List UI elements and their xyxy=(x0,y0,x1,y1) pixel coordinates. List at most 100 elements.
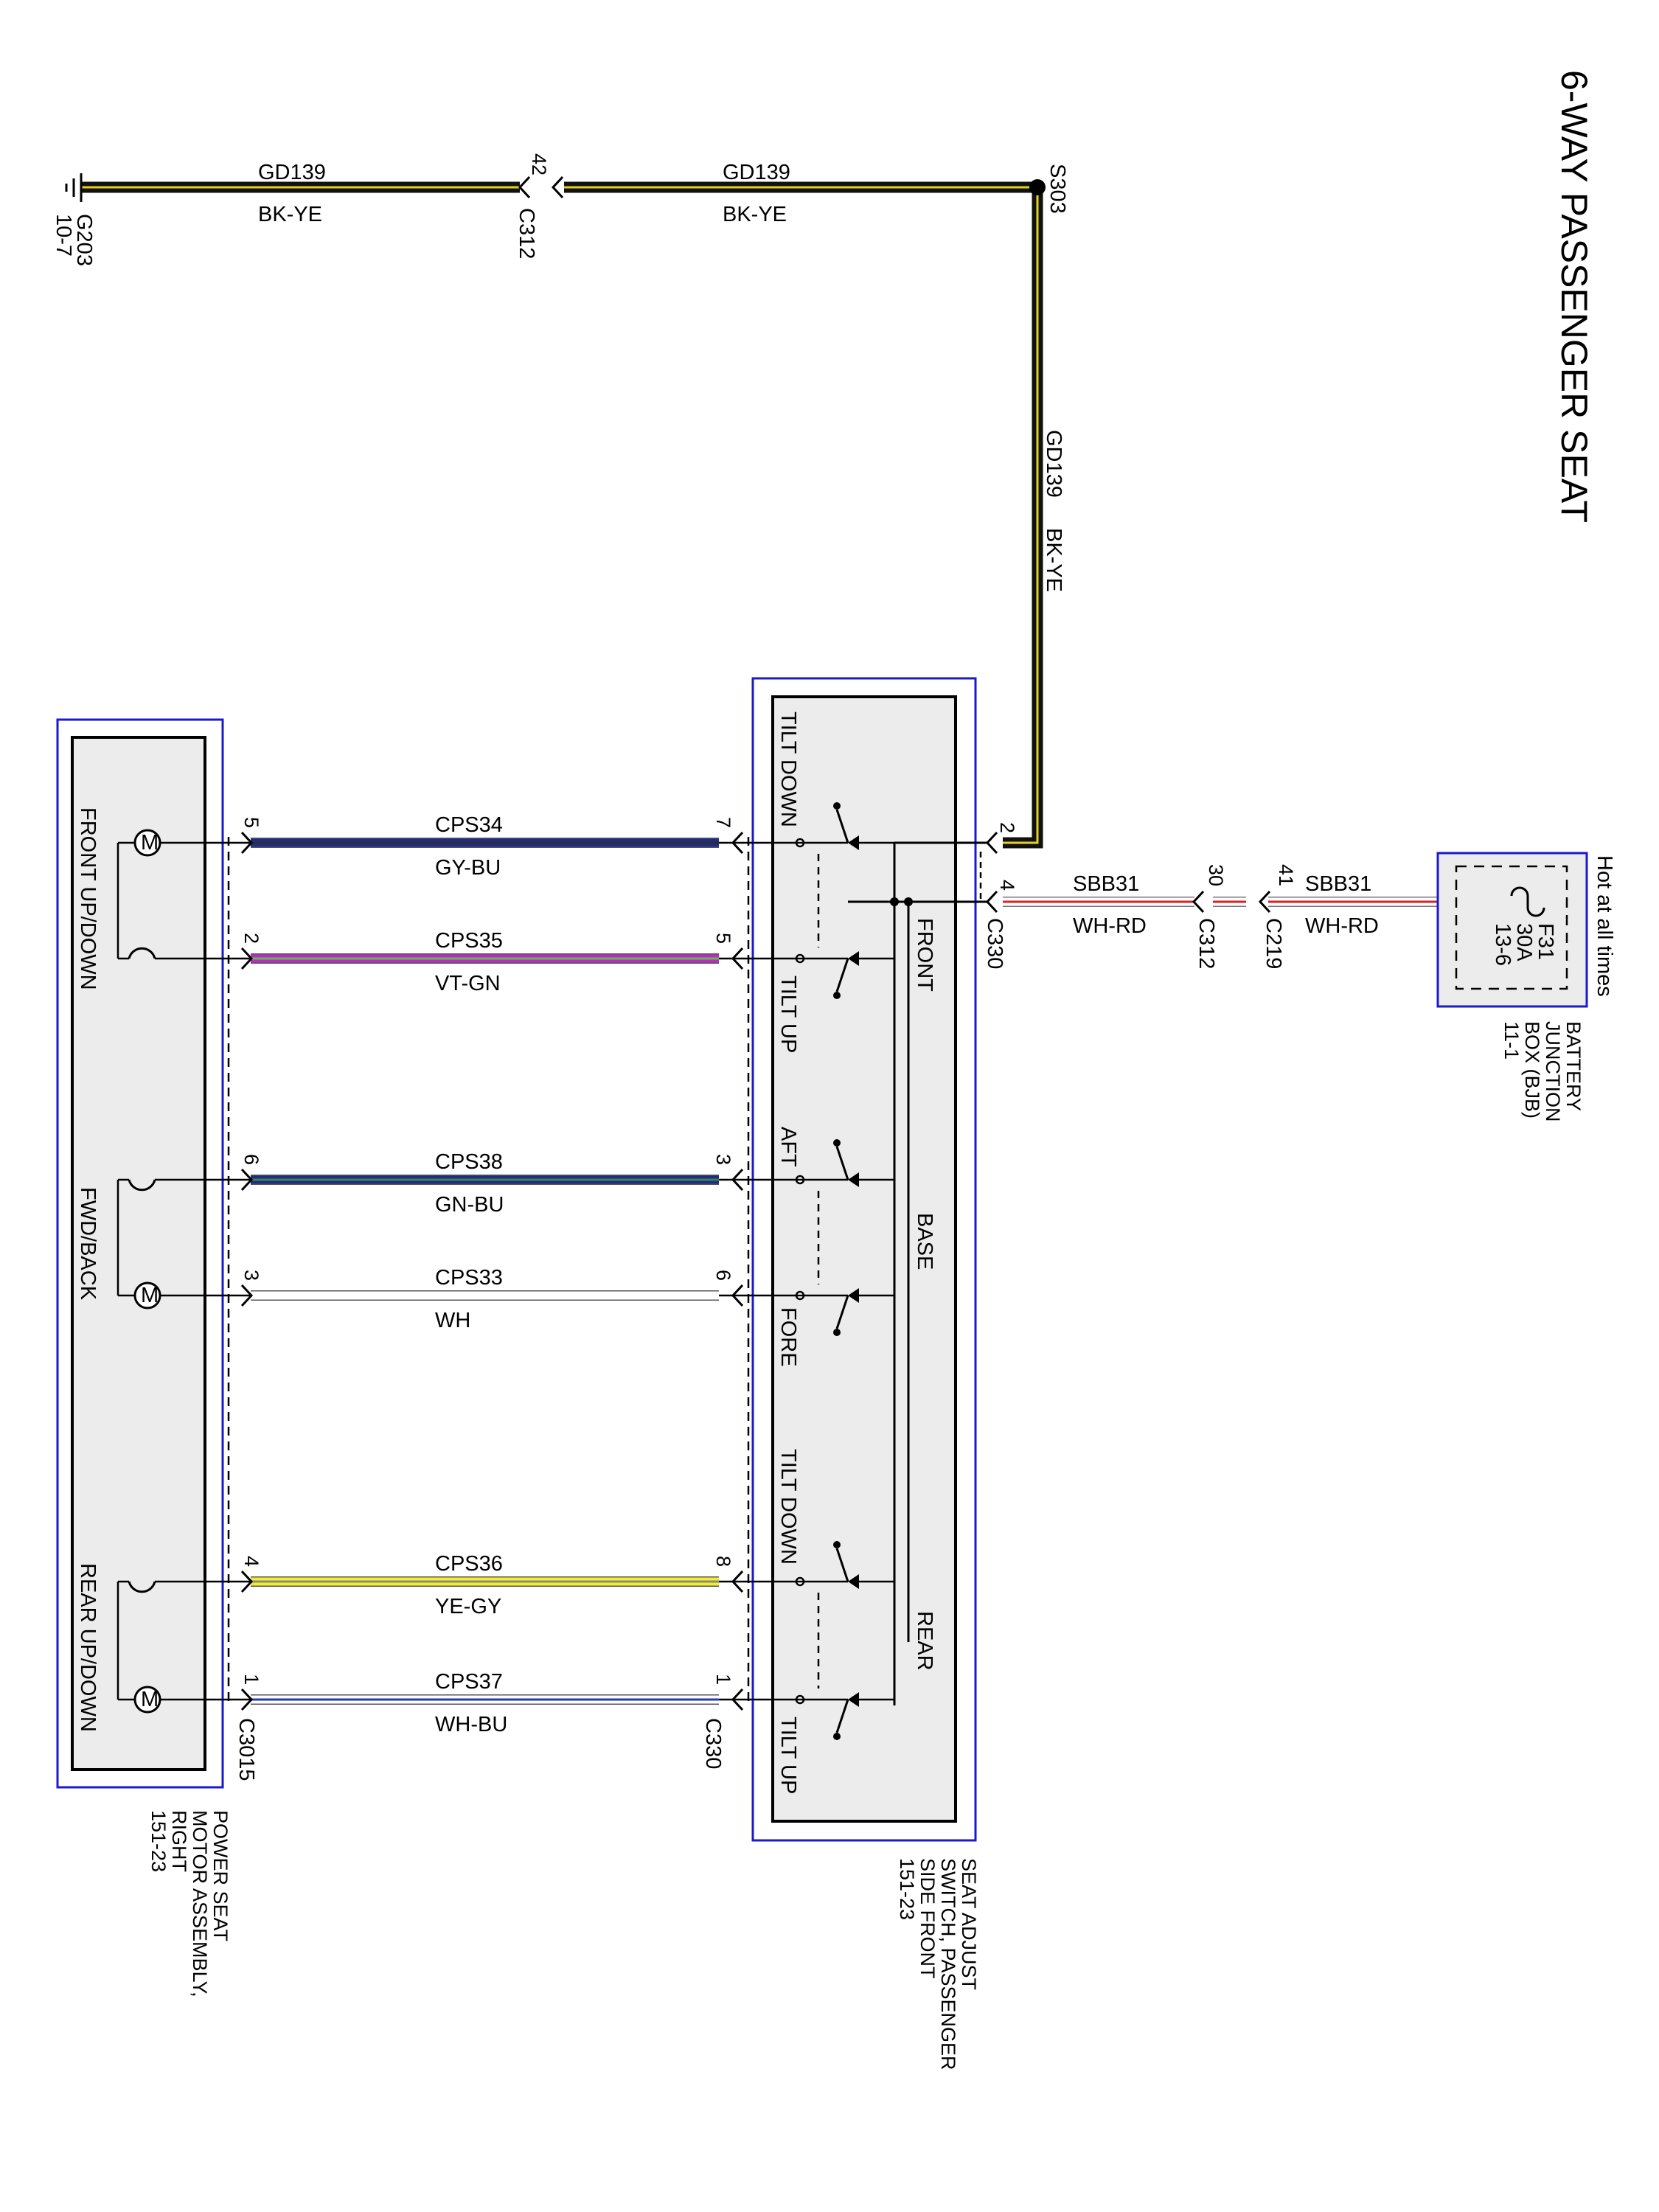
switch-label-fore: FORE xyxy=(776,1307,800,1367)
connector-c312-power-icon xyxy=(1192,890,1205,914)
bjb-outline xyxy=(1436,852,1588,1008)
wire-circuit-label: CPS34 xyxy=(435,813,503,837)
motor-terminal-icon xyxy=(240,947,254,970)
motor-terminal-icon xyxy=(240,831,254,855)
motor-pin-label: 6 xyxy=(240,1154,262,1165)
switch-label-tilt-up-2: TILT UP xyxy=(776,1717,800,1794)
wire-circuit-label: CPS38 xyxy=(435,1150,503,1174)
c312-ground-pin: 42 xyxy=(528,153,550,175)
motor-m-glyph: M xyxy=(141,831,159,855)
connector-c219-icon xyxy=(1258,890,1271,914)
switch-name-line-3: SIDE FRONT xyxy=(917,1858,939,1979)
power-color-label-2: WH-RD xyxy=(1305,914,1379,938)
c330-top-label: C330 xyxy=(983,918,1006,969)
switch-terminal-icon xyxy=(731,1284,744,1307)
c312-power-pin: 30 xyxy=(1205,864,1227,886)
ground-color-label-3: BK-YE xyxy=(1042,528,1065,592)
ground-page: 10-7 xyxy=(52,214,75,257)
fuse-icon xyxy=(1510,886,1545,917)
motor-name-line-1: POWER SEAT xyxy=(209,1810,232,1941)
switch-component-outline xyxy=(751,677,977,1842)
diagram-title: 6-WAY PASSENGER SEAT xyxy=(1554,70,1595,523)
ground-id: G203 xyxy=(72,214,96,266)
bjb-name-line-2: JUNCTION xyxy=(1542,1021,1564,1122)
c330-power-pin-marker xyxy=(985,890,998,914)
ground-circuit-label-3: GD139 xyxy=(1042,430,1065,498)
switch-contact-icon xyxy=(795,951,894,999)
switch-terminal-icon xyxy=(731,947,744,970)
power-circuit-label-1: SBB31 xyxy=(1073,872,1139,896)
switch-terminal-icon xyxy=(731,1570,744,1593)
bjb-name-line-4: 11-1 xyxy=(1500,1021,1523,1060)
wire-color-label: GY-BU xyxy=(435,856,501,880)
c312-power-label: C312 xyxy=(1194,918,1218,969)
wire-circuit-label: CPS35 xyxy=(435,929,503,953)
bjb-name-line-3: BOX (BJB) xyxy=(1521,1021,1543,1119)
wire-color-label: GN-BU xyxy=(435,1193,504,1217)
switch-pin-label: 3 xyxy=(712,1154,734,1165)
power-circuit-label-2: SBB31 xyxy=(1305,872,1371,896)
connector-c312-ground-icon xyxy=(518,175,564,199)
switch-terminal-icon xyxy=(731,1168,744,1192)
motor-symbol-icon: M xyxy=(116,829,166,960)
motor-name-line-3: RIGHT xyxy=(168,1810,190,1872)
motor-m-glyph: M xyxy=(141,1688,159,1711)
switch-ground-bus xyxy=(893,841,987,1705)
c312-ground-label: C312 xyxy=(515,208,538,259)
motor-pin-label: 3 xyxy=(240,1270,262,1281)
wire-circuit-label: CPS33 xyxy=(435,1266,503,1290)
motor-terminal-icon xyxy=(240,1570,254,1593)
wire-color-label: WH xyxy=(435,1309,470,1332)
switch-pin-label: 1 xyxy=(712,1674,734,1685)
switch-name-line-4: 151-23 xyxy=(896,1858,918,1920)
motor-name-line-2: MOTOR ASSEMBLY, xyxy=(189,1810,211,1997)
bjb-name-line-1: BATTERY xyxy=(1562,1021,1585,1111)
c219-pin: 41 xyxy=(1275,864,1297,886)
motor-terminal-icon xyxy=(240,1168,254,1192)
switch-pin-label: 8 xyxy=(712,1556,734,1567)
ground-circuit-label-1: GD139 xyxy=(258,161,326,184)
switch-name-line-1: SEAT ADJUST xyxy=(958,1858,980,1990)
switch-group-rear: REAR xyxy=(913,1611,936,1671)
fuse-id: F31 xyxy=(1534,923,1557,960)
motor-symbols: M M M xyxy=(116,829,166,1714)
power-color-label-1: WH-RD xyxy=(1073,914,1147,938)
motor-pin-label: 5 xyxy=(240,817,262,828)
ground-color-label-2: BK-YE xyxy=(723,203,787,226)
motor-body xyxy=(71,736,206,1771)
switch-terminal-icon xyxy=(731,831,744,855)
c330-power-pin: 4 xyxy=(996,880,1018,891)
motor-label-rear: REAR UP/DOWN xyxy=(76,1563,100,1732)
switch-pin-label: 5 xyxy=(712,933,734,944)
switch-body xyxy=(771,695,957,1823)
switch-contact-icon xyxy=(795,1541,894,1589)
switch-label-tilt-down-1: TILT DOWN xyxy=(776,712,800,827)
motor-m-glyph: M xyxy=(141,1284,159,1307)
fuse-ref: 13-6 xyxy=(1491,923,1514,966)
motor-terminal-icon xyxy=(240,1284,254,1307)
switch-pin-label: 6 xyxy=(712,1270,734,1281)
c330-ground-pin: 2 xyxy=(996,822,1018,833)
wire-circuit-label: CPS36 xyxy=(435,1552,503,1576)
motor-component-outline xyxy=(56,718,224,1789)
fuse-rating: 30A xyxy=(1512,923,1536,961)
motor-terminal-icon xyxy=(240,1688,254,1711)
motor-symbol-icon: M xyxy=(116,1178,166,1310)
switch-label-tilt-up-1: TILT UP xyxy=(776,975,800,1053)
c3015-label: C3015 xyxy=(234,1718,258,1781)
switch-label-tilt-down-2: TILT DOWN xyxy=(776,1449,800,1565)
motor-pin-label: 4 xyxy=(240,1556,262,1567)
switch-group-base: BASE xyxy=(913,1213,936,1270)
wire-circuit-label: CPS37 xyxy=(435,1670,503,1694)
ground-circuit-label-2: GD139 xyxy=(723,161,790,184)
switch-group-front: FRONT xyxy=(913,918,936,992)
switch-pin-label: 7 xyxy=(712,817,734,828)
splice-s303-icon xyxy=(1029,179,1046,195)
bjb-inner-dashed xyxy=(1455,865,1568,990)
wire-color-label: WH-BU xyxy=(435,1713,507,1736)
